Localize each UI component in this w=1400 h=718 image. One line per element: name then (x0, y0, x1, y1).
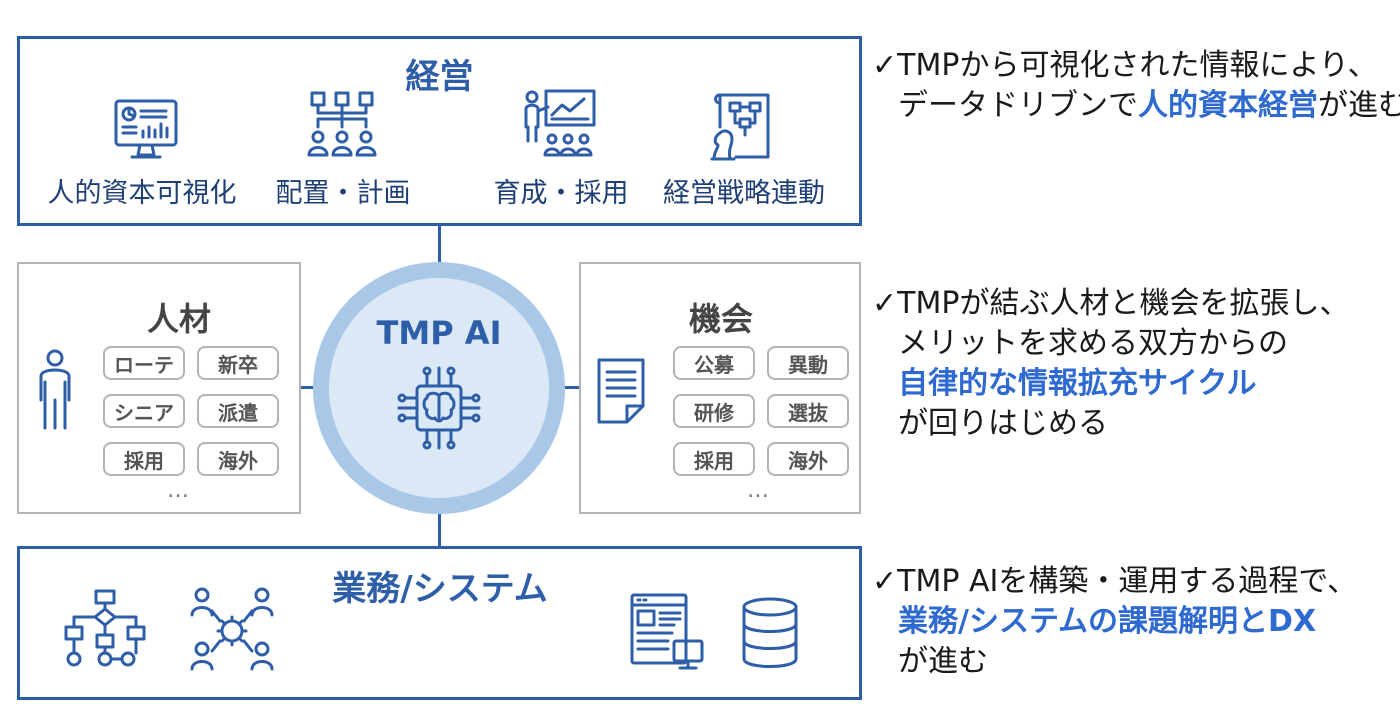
opportunity-more: … (747, 478, 771, 503)
note-1-line2-pre: データドリブンで (898, 88, 1138, 123)
note-2-line1: TMPが結ぶ人材と機会を拡張し、 (897, 286, 1350, 321)
note-2-line4: が回りはじめる (898, 406, 1108, 441)
note-2-line2: メリットを求める双方からの (898, 326, 1288, 361)
management-box: 経営 人的資本可視化 配置・計画 育成・採用 経営戦 (17, 36, 862, 226)
note-3: ✓TMP AIを構築・運用する過程で、 業務/システムの課題解明とDX が進む (872, 562, 1357, 682)
management-item-4: 経営戦略連動 (663, 178, 825, 209)
opportunity-tag-training: 研修 (673, 394, 755, 428)
note-1-line2-post: が進む (1318, 88, 1400, 123)
opportunity-tag-hiring: 採用 (673, 442, 755, 476)
opportunity-tag-selection: 選抜 (767, 394, 849, 428)
person-icon (39, 349, 71, 430)
team-gear-icon (190, 587, 274, 671)
connector-bottom (438, 512, 441, 548)
org-chart-icon (307, 91, 377, 157)
tmp-ai-inner (329, 278, 549, 498)
talent-tag-new-grad: 新卒 (197, 346, 279, 380)
flowchart-icon (64, 589, 146, 667)
tmp-ai-circle: TMP AI (313, 262, 565, 514)
talent-more: … (167, 478, 191, 503)
management-title: 経営 (405, 57, 474, 97)
note-1-line1: TMPから可視化された情報により、 (897, 48, 1378, 83)
web-app-icon (630, 593, 704, 670)
opportunity-tag-transfer: 異動 (767, 346, 849, 380)
connector-right (560, 386, 580, 389)
dashboard-monitor-icon (114, 99, 178, 159)
business-box: 業務/システム (17, 546, 862, 700)
strategy-chess-icon (710, 93, 770, 161)
opportunity-tag-open-recruit: 公募 (673, 346, 755, 380)
database-icon (742, 597, 798, 668)
talent-tag-hiring: 採用 (103, 442, 185, 476)
management-item-1: 人的資本可視化 (47, 178, 237, 209)
connector-top (438, 224, 441, 262)
business-title: 業務/システム (332, 569, 548, 609)
note-2: ✓TMPが結ぶ人材と機会を拡張し、 メリットを求める双方からの 自律的な情報拡充… (872, 284, 1349, 444)
management-item-2: 配置・計画 (275, 178, 411, 209)
connector-left (300, 386, 320, 389)
opportunity-title: 機会 (688, 300, 753, 338)
opportunity-tag-overseas: 海外 (767, 442, 849, 476)
note-3-check: ✓ (872, 564, 898, 599)
talent-tag-rotation: ローテ (103, 346, 185, 380)
note-3-line3: が進む (898, 644, 988, 679)
note-2-highlight: 自律的な情報拡充サイクル (898, 366, 1257, 401)
note-1-highlight: 人的資本経営 (1138, 88, 1318, 123)
opportunity-box: 機会 公募 異動 研修 選抜 採用 海外 … (579, 262, 861, 514)
document-icon (597, 358, 645, 424)
talent-tag-senior: シニア (103, 394, 185, 428)
talent-title: 人材 (146, 300, 211, 338)
management-item-3: 育成・採用 (493, 178, 629, 209)
presentation-icon (524, 89, 596, 157)
talent-box: 人材 ローテ 新卒 シニア 派遣 採用 海外 … (17, 262, 301, 514)
note-2-check: ✓ (872, 286, 898, 321)
tmp-ai-title: TMP AI (376, 314, 502, 352)
ai-chip-brain-icon (397, 366, 481, 450)
note-1: ✓TMPから可視化された情報により、 データドリブンで人的資本経営が進む (872, 46, 1400, 126)
note-1-check: ✓ (872, 48, 898, 83)
talent-tag-dispatch: 派遣 (197, 394, 279, 428)
note-3-highlight: 業務/システムの課題解明とDX (898, 604, 1317, 639)
note-3-line1: TMP AIを構築・運用する過程で、 (897, 564, 1358, 599)
talent-tag-overseas: 海外 (197, 442, 279, 476)
